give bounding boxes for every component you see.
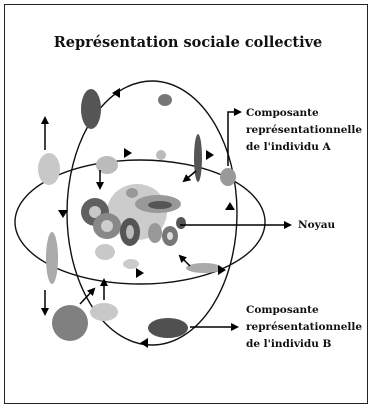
component-a-label: Composante représentationnelle de l'indi… bbox=[246, 105, 362, 156]
movement-arrow bbox=[178, 254, 191, 267]
element-blob bbox=[90, 303, 118, 321]
element-blob bbox=[96, 156, 118, 174]
orbit-direction-marker bbox=[124, 148, 132, 158]
diagram-title: Représentation sociale collective bbox=[53, 34, 323, 51]
pointer-arrow-component-a bbox=[227, 108, 242, 166]
component-a-line: représentationnelle bbox=[246, 124, 363, 136]
component-a-line: Composante bbox=[246, 107, 319, 119]
element-blob bbox=[156, 150, 166, 160]
nucleus-cluster bbox=[81, 184, 186, 246]
horizontal-orbit bbox=[14, 159, 266, 285]
component-b-line: Composante bbox=[246, 304, 319, 316]
element-blob bbox=[46, 232, 58, 284]
orbit-direction-marker bbox=[218, 265, 226, 275]
element-blob bbox=[123, 259, 139, 269]
orbit-direction-marker bbox=[206, 150, 214, 160]
vertical-orbit bbox=[66, 80, 238, 346]
component-b-line: de l'individu B bbox=[246, 338, 332, 350]
nucleus-label: Noyau bbox=[298, 219, 336, 231]
element-blob bbox=[158, 94, 172, 106]
movement-arrow bbox=[182, 170, 197, 183]
element-blob bbox=[95, 244, 115, 260]
element-blob bbox=[220, 168, 236, 186]
orbit-direction-marker bbox=[58, 210, 68, 218]
component-b-label: Composante représentationnelle de l'indi… bbox=[246, 302, 362, 353]
orbit-direction-marker bbox=[136, 268, 144, 278]
element-blob bbox=[38, 153, 60, 185]
element-blob bbox=[186, 263, 222, 273]
element-blob bbox=[81, 89, 101, 129]
element-blob bbox=[148, 318, 188, 338]
component-b-line: représentationnelle bbox=[246, 321, 363, 333]
element-blob bbox=[52, 305, 88, 341]
orbit-direction-marker bbox=[112, 88, 120, 98]
movement-arrow bbox=[79, 287, 96, 305]
orbit-direction-marker bbox=[140, 338, 148, 348]
orbit-direction-marker bbox=[225, 202, 235, 210]
component-a-line: de l'individu A bbox=[246, 141, 331, 153]
element-blob bbox=[194, 134, 202, 182]
